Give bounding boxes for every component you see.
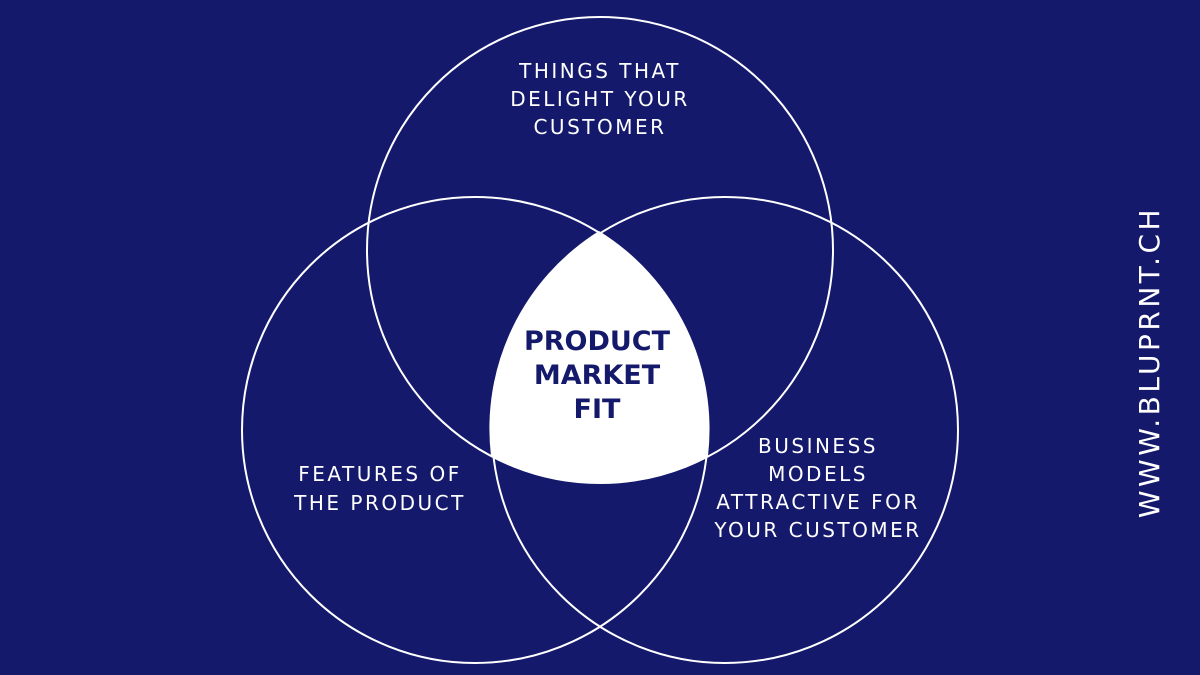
top-label-line-3: CUSTOMER <box>533 115 666 139</box>
right-label-line-3: ATTRACTIVE FOR <box>716 490 920 514</box>
top-label-line-1: THINGS THAT <box>518 59 681 83</box>
center-label-line-2: MARKET <box>534 360 661 391</box>
center-intersection <box>489 231 710 483</box>
right-label-line-1: BUSINESS <box>758 434 878 458</box>
right-label-line-2: MODELS <box>768 462 868 486</box>
right-label-line-4: YOUR CUSTOMER <box>713 518 921 542</box>
left-label-line-1: FEATURES OF <box>298 462 461 486</box>
circle-left <box>241 196 709 664</box>
center-label-line-3: FIT <box>574 394 621 425</box>
circle-top <box>366 16 834 484</box>
center-label-line-1: PRODUCT <box>524 326 671 357</box>
top-label-line-2: DELIGHT YOUR <box>510 87 690 111</box>
left-label-line-2: THE PRODUCT <box>293 491 466 515</box>
website-url: WWW.BLUPRNT.CH <box>1133 205 1166 519</box>
circle-right <box>491 196 959 664</box>
